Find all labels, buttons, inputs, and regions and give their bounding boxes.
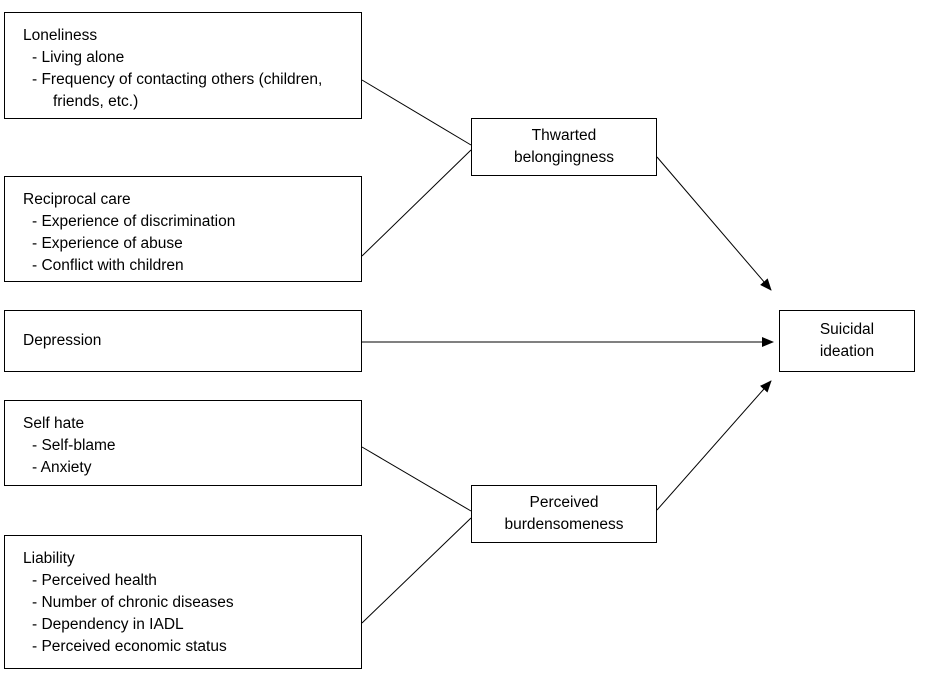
list-item: Living alone bbox=[23, 47, 351, 69]
list-item: Number of chronic diseases bbox=[23, 592, 351, 614]
node-perceived-burdensomeness: Perceived burdensomeness bbox=[471, 485, 657, 543]
list-item: Perceived economic status bbox=[23, 636, 351, 658]
node-perceived-line-1: Perceived bbox=[529, 494, 599, 511]
edge-thwarted-to-suicidal bbox=[656, 156, 772, 291]
list-item: Experience of abuse bbox=[23, 233, 351, 255]
node-suicidal-ideation: Suicidal ideation bbox=[779, 310, 915, 372]
node-reciprocal-care-items: Experience of discrimination Experience … bbox=[23, 211, 351, 277]
node-loneliness: Loneliness Living alone Frequency of con… bbox=[4, 12, 362, 119]
list-item: Conflict with children bbox=[23, 255, 351, 277]
node-reciprocal-care: Reciprocal care Experience of discrimina… bbox=[4, 176, 362, 282]
node-suicidal-line-2: ideation bbox=[819, 343, 875, 360]
list-item: Perceived health bbox=[23, 570, 351, 592]
list-item: Self-blame bbox=[23, 435, 351, 457]
node-perceived-line-2: burdensomeness bbox=[504, 516, 624, 533]
node-self-hate-title: Self hate bbox=[23, 415, 85, 432]
node-depression-title: Depression bbox=[23, 332, 102, 349]
node-self-hate: Self hate Self-blame Anxiety bbox=[4, 400, 362, 486]
list-item: Anxiety bbox=[23, 457, 351, 479]
node-thwarted-belongingness: Thwarted belongingness bbox=[471, 118, 657, 176]
node-liability: Liability Perceived health Number of chr… bbox=[4, 535, 362, 669]
node-loneliness-title: Loneliness bbox=[23, 27, 98, 44]
node-liability-items: Perceived health Number of chronic disea… bbox=[23, 570, 351, 658]
edge-reciprocal-to-thwarted bbox=[361, 149, 472, 257]
list-item: Frequency of contacting others (children… bbox=[23, 69, 351, 113]
node-suicidal-line-1: Suicidal bbox=[819, 321, 875, 338]
node-reciprocal-care-title: Reciprocal care bbox=[23, 191, 131, 208]
edge-selfhate-to-perceived bbox=[361, 446, 472, 512]
node-thwarted-line-2: belongingness bbox=[514, 149, 614, 166]
node-depression: Depression bbox=[4, 310, 362, 372]
node-thwarted-line-1: Thwarted bbox=[531, 127, 597, 144]
node-liability-title: Liability bbox=[23, 550, 75, 567]
edge-perceived-to-suicidal bbox=[656, 380, 772, 511]
node-self-hate-items: Self-blame Anxiety bbox=[23, 435, 351, 479]
edge-loneliness-to-thwarted bbox=[361, 79, 472, 146]
edge-liability-to-perceived bbox=[361, 517, 472, 624]
list-item: Dependency in IADL bbox=[23, 614, 351, 636]
node-loneliness-items: Living alone Frequency of contacting oth… bbox=[23, 47, 351, 113]
list-item: Experience of discrimination bbox=[23, 211, 351, 233]
